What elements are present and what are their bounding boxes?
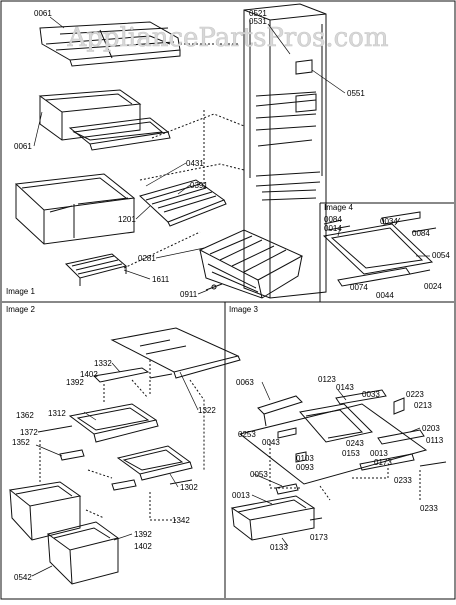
guide-lines-image1 (123, 43, 245, 269)
part-number: 0033 (362, 390, 380, 399)
panel-label-image4: Image 4 (324, 203, 353, 212)
part-number: 0233 (394, 476, 412, 485)
part-number: 0093 (296, 463, 314, 472)
part-number: 1332 (94, 359, 112, 368)
crisper-shelf-lower (68, 117, 171, 151)
part-number: 0153 (342, 449, 360, 458)
part-number: 0053 (250, 470, 268, 479)
part-number: 1201 (118, 215, 136, 224)
part-number: 0014 (324, 224, 342, 233)
part-number: 0043 (262, 438, 280, 447)
shelf-frame-left (68, 403, 159, 443)
part-number: 0103 (296, 454, 314, 463)
part-number: 0063 (236, 378, 254, 387)
part-number: 0034 (380, 217, 398, 226)
part-number: 1342 (172, 516, 190, 525)
part-number: 1302 (180, 483, 198, 492)
part-number: 1322 (198, 406, 216, 415)
wire-shelf (139, 179, 227, 227)
shelf-assembly-image3 (238, 389, 447, 485)
part-number: 0551 (347, 89, 365, 98)
pan-left (8, 481, 82, 541)
crisper-drawer-upper (38, 89, 142, 141)
part-number: 0253 (238, 430, 256, 439)
small-rack (64, 253, 128, 286)
part-number: 1392 (66, 378, 84, 387)
leader-lines (31, 16, 430, 577)
part-number: 0013 (370, 449, 388, 458)
watermark-text: AppliancePartsPros.com (67, 23, 389, 53)
part-number: 1362 (16, 411, 34, 420)
part-number: 1402 (80, 370, 98, 379)
part-number: 0084 (324, 215, 342, 224)
part-number: 1352 (12, 438, 30, 447)
part-number: 0213 (414, 401, 432, 410)
part-number: 0173 (374, 458, 392, 467)
part-number: 0542 (14, 573, 32, 582)
part-number: 0173 (310, 533, 328, 542)
part-number: 0013 (232, 491, 250, 500)
part-number: 1392 (134, 530, 152, 539)
part-number: 0521 (249, 9, 267, 18)
part-number: 1611 (152, 275, 170, 284)
part-number: 0054 (432, 251, 450, 260)
part-number: 0123 (318, 375, 336, 384)
part-number: 0223 (406, 390, 424, 399)
part-number: 0391 (190, 181, 208, 190)
part-number: 0531 (249, 17, 267, 26)
part-number: 0281 (138, 254, 156, 263)
crisper-cover-shelf (39, 21, 181, 67)
part-number: 0143 (336, 383, 354, 392)
part-number: 0243 (346, 439, 364, 448)
panel-label-image3: Image 3 (229, 305, 258, 314)
part-number: 0911 (180, 290, 198, 299)
part-number: 0203 (422, 424, 440, 433)
shelf-rails-image2 (37, 425, 193, 491)
part-number: 1372 (20, 428, 38, 437)
shelf-frame-right (116, 445, 193, 481)
pan-right (46, 521, 120, 585)
part-number: 0044 (376, 291, 394, 300)
part-number: 0431 (186, 159, 204, 168)
part-number: 0061 (34, 9, 52, 18)
part-number: 0024 (424, 282, 442, 291)
panel-label-image2: Image 2 (6, 305, 35, 314)
part-number: 0233 (420, 504, 438, 513)
part-number: 0061 (14, 142, 32, 151)
guide-lines-image2 (39, 360, 205, 521)
glass-shelf-top (110, 327, 241, 379)
crisper-bin-large (14, 173, 136, 245)
part-number: 0084 (412, 229, 430, 238)
panel-label-image1: Image 1 (6, 287, 35, 296)
basket-roller (205, 283, 223, 291)
part-number: 0133 (270, 543, 288, 552)
part-number: 1402 (134, 542, 152, 551)
refrigerator-cabinet (243, 3, 327, 299)
shelf-front-trim (92, 367, 173, 383)
spill-shelf-assembly (322, 211, 437, 287)
part-number: 0074 (350, 283, 368, 292)
part-number: 1312 (48, 409, 66, 418)
guide-lines-image3 (269, 440, 421, 501)
drawer-image3 (230, 483, 323, 541)
part-number: 0113 (426, 436, 444, 445)
